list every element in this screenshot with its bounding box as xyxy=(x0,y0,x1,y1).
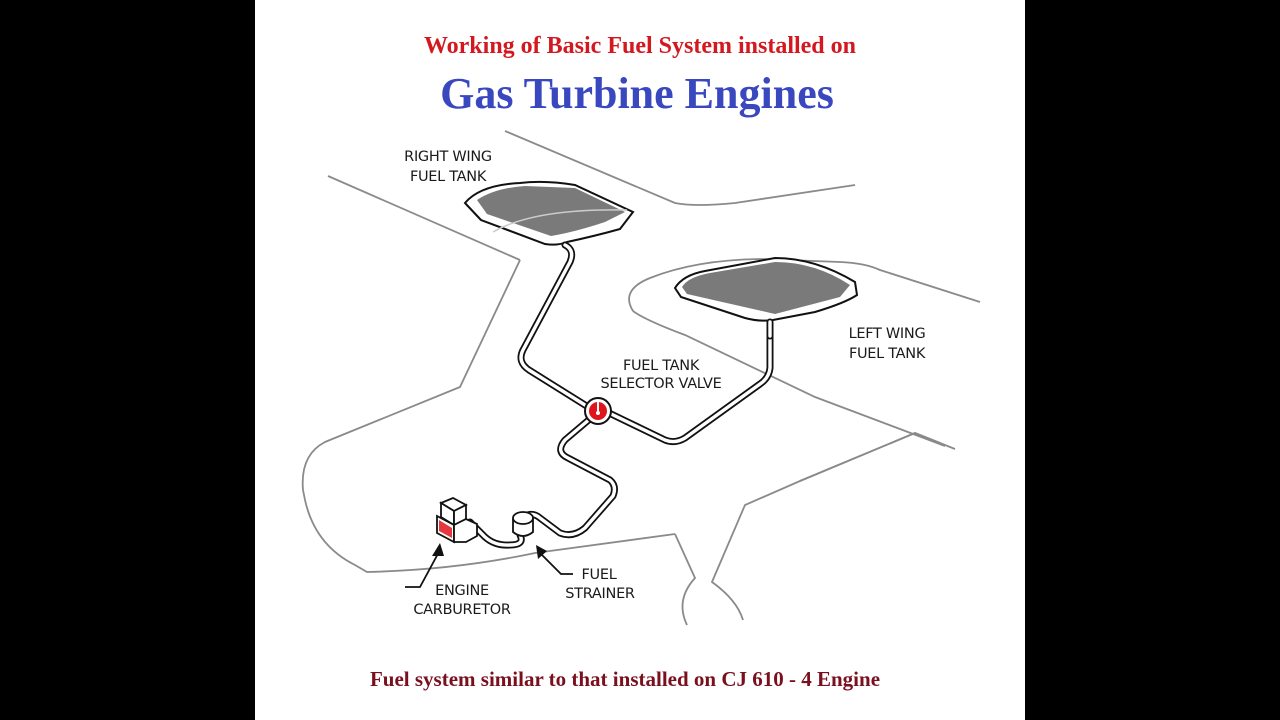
title-line-2: Gas Turbine Engines xyxy=(440,69,834,118)
fuel-fill xyxy=(682,262,850,314)
fuel-fill xyxy=(477,186,625,236)
right-tank-label-2: FUEL TANK xyxy=(410,169,487,185)
selector-valve-label-2: SELECTOR VALVE xyxy=(601,376,722,392)
diagram-caption: Fuel system similar to that installed on… xyxy=(369,667,881,691)
carburetor-label-2: CARBURETOR xyxy=(413,602,510,618)
fuel-system-diagram: RIGHT WING FUEL TANK LEFT WING FUEL TANK… xyxy=(301,130,981,626)
right-wing-fuel-tank[interactable] xyxy=(463,180,635,246)
left-wing-lower-edge xyxy=(632,310,946,447)
arrow-head-icon xyxy=(432,543,444,556)
carburetor-red-detail xyxy=(439,520,452,538)
carburetor-label-1: ENGINE xyxy=(435,583,489,599)
right-wing-trailing-edge xyxy=(504,130,856,206)
left-wing-root xyxy=(674,533,697,626)
strainer-label-1: FUEL xyxy=(582,567,617,583)
callout-arrows xyxy=(405,543,573,588)
left-wing-upper-edge xyxy=(628,258,981,312)
selector-valve-label-1: FUEL TANK xyxy=(623,358,700,374)
component-labels: RIGHT WING FUEL TANK LEFT WING FUEL TANK… xyxy=(404,149,926,618)
left-tank-label-1: LEFT WING xyxy=(849,326,926,342)
right-tank-label-1: RIGHT WING xyxy=(404,149,492,165)
left-tank-label-2: FUEL TANK xyxy=(849,346,926,362)
airframe-outline xyxy=(301,130,981,626)
carburetor-pointer xyxy=(405,549,441,588)
fuel-lines xyxy=(466,241,774,549)
title-line-1: Working of Basic Fuel System installed o… xyxy=(423,33,857,59)
strainer-pointer xyxy=(541,554,573,575)
fuel-strainer[interactable] xyxy=(512,511,534,537)
fuel-tank-selector-valve[interactable] xyxy=(584,397,612,425)
fuselage-left-side xyxy=(301,259,676,573)
wing-edge-through-tank xyxy=(492,209,628,233)
tail-fairing xyxy=(710,432,941,621)
diagram-canvas: Working of Basic Fuel System installed o… xyxy=(255,0,1025,720)
left-wing-panel xyxy=(799,432,956,482)
right-tank-fuel-line xyxy=(517,241,597,414)
strainer-label-2: STRAINER xyxy=(565,586,635,602)
arrow-head-icon xyxy=(536,545,547,559)
right-wing-leading-edge xyxy=(327,175,521,261)
engine-carburetor[interactable] xyxy=(436,497,478,544)
left-wing-fuel-tank[interactable] xyxy=(673,256,859,322)
